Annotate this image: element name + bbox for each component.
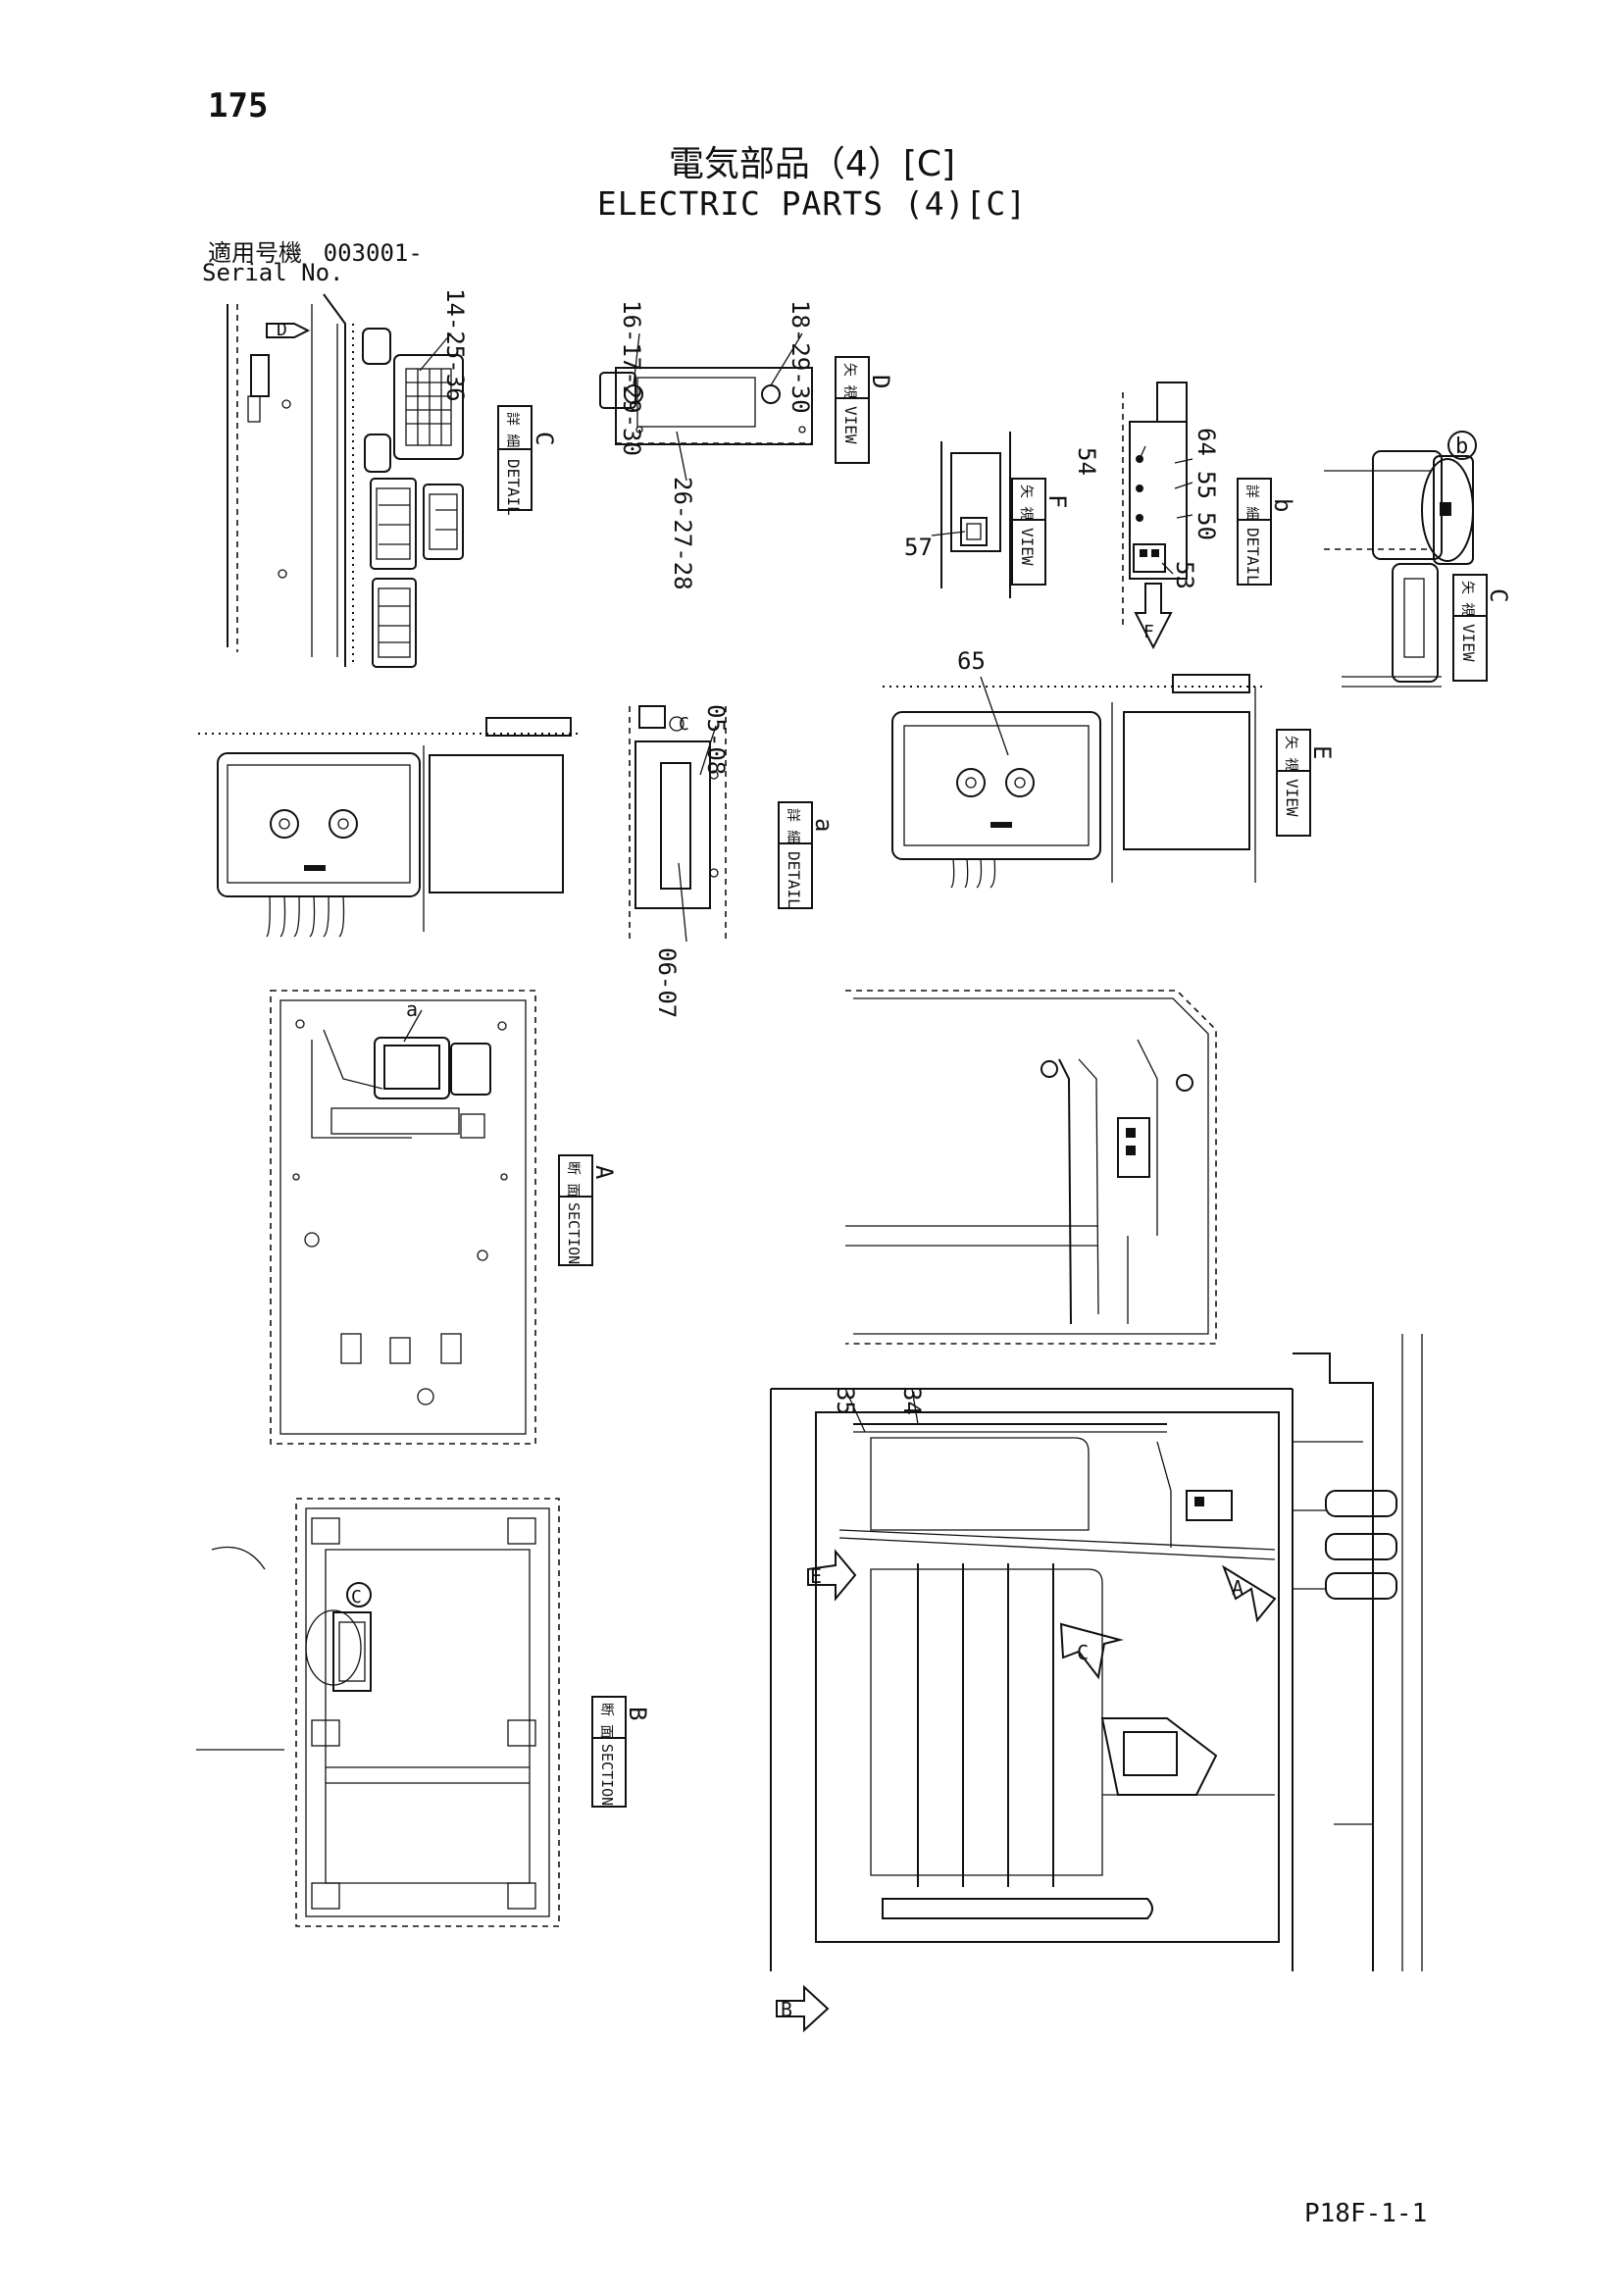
- serial-label-jp: 適用号機 003001-: [208, 233, 423, 268]
- svg-text:D: D: [867, 375, 894, 388]
- view-d-label: VIEW 矢 視 D: [835, 356, 894, 464]
- controller-left-drawing: [198, 717, 581, 938]
- svg-text:断 面: 断 面: [598, 1703, 614, 1738]
- view-d-part-refs-2: 18-29-30: [787, 300, 814, 414]
- svg-text:F: F: [1043, 494, 1071, 508]
- main-view-drawing: [770, 1334, 1423, 2033]
- svg-text:C: C: [1485, 588, 1512, 602]
- view-e-part-65: 65: [957, 647, 986, 675]
- arrow-mark-f: F: [1143, 622, 1154, 642]
- page-title-jp: 電気部品（4）[C]: [668, 144, 956, 184]
- upper-assembly-drawing: [845, 990, 1217, 1345]
- section-a-label: SECTION 断 面 A: [558, 1154, 618, 1266]
- main-part-34: 34: [898, 1387, 926, 1415]
- view-f-label: VIEW 矢 視 F: [1011, 478, 1071, 586]
- view-f-drawing: [931, 432, 1011, 598]
- serial-value: 003001-: [323, 239, 423, 267]
- view-e-drawing: [883, 674, 1265, 889]
- view-c-label: VIEW 矢 視 C: [1452, 574, 1512, 682]
- detail-a-part-refs-1: 05-08: [702, 704, 730, 775]
- arrow-mark-a: A: [1232, 1576, 1243, 1600]
- svg-text:SECTION: SECTION: [565, 1202, 583, 1264]
- section-a-drawing: [270, 990, 536, 1445]
- arrow-mark-c-small: C: [679, 714, 689, 735]
- view-d-part-refs-3: 26-27-28: [669, 477, 696, 590]
- main-part-35: 35: [832, 1387, 859, 1415]
- detail-b-part-54: 54: [1073, 447, 1100, 476]
- svg-text:断 面: 断 面: [565, 1161, 581, 1197]
- svg-text:B: B: [624, 1707, 651, 1720]
- arrow-mark-e: E: [810, 1564, 822, 1588]
- detail-b-part-53: 53: [1171, 561, 1198, 589]
- svg-text:VIEW: VIEW: [1459, 624, 1478, 662]
- serial-label-jp-text: 適用号機: [208, 239, 302, 267]
- arrow-mark-c-big: C: [1077, 1641, 1089, 1664]
- view-e-label: VIEW 矢 視 E: [1276, 729, 1336, 837]
- svg-text:VIEW: VIEW: [841, 406, 860, 444]
- view-d-drawing: [599, 332, 813, 482]
- svg-text:C: C: [531, 432, 558, 445]
- detail-b-part-55: 55: [1193, 471, 1220, 499]
- svg-text:矢 視: 矢 視: [1283, 736, 1298, 771]
- svg-text:矢 視: 矢 視: [1459, 581, 1475, 616]
- svg-text:VIEW: VIEW: [1283, 779, 1301, 817]
- arrow-mark-d: D: [277, 320, 287, 340]
- detail-c-drawing: [227, 293, 464, 668]
- svg-text:詳 細: 詳 細: [785, 808, 800, 843]
- detail-b-label: DETAIL 詳 細 b: [1237, 478, 1296, 586]
- svg-text:A: A: [590, 1165, 618, 1180]
- svg-text:詳 細: 詳 細: [504, 412, 520, 447]
- detail-b-part-50: 50: [1193, 512, 1220, 540]
- serial-label-en: Serial No.: [202, 259, 344, 286]
- detail-a-drawing: [629, 705, 727, 943]
- arrow-mark-c-circle: C: [351, 1587, 362, 1607]
- svg-text:b: b: [1269, 498, 1296, 512]
- view-c-drawing: [1324, 431, 1477, 688]
- svg-text:詳 細: 詳 細: [1243, 485, 1259, 520]
- svg-text:DETAIL: DETAIL: [504, 459, 523, 516]
- detail-c-label: DETAIL 詳 細 C: [497, 405, 558, 516]
- detail-a-label: DETAIL 詳 細 a: [778, 801, 837, 909]
- document-code: P18F-1-1: [1304, 2199, 1428, 2228]
- svg-text:SECTION: SECTION: [598, 1744, 616, 1806]
- view-f-part-57: 57: [904, 534, 933, 561]
- arrow-mark-b-small: b: [1455, 434, 1468, 459]
- svg-text:DETAIL: DETAIL: [785, 851, 803, 908]
- view-d-part-refs-1: 16-17-29-30: [618, 300, 645, 456]
- svg-text:E: E: [1308, 745, 1336, 759]
- detail-b-drawing: [1122, 382, 1193, 650]
- arrow-mark-b: B: [781, 1998, 792, 2021]
- detail-b-part-64: 64: [1193, 428, 1220, 456]
- detail-a-part-refs-2: 06-07: [653, 947, 681, 1018]
- arrow-mark-a-small: a: [406, 997, 418, 1021]
- detail-c-part-refs: 14-25-36: [441, 288, 469, 402]
- svg-text:a: a: [810, 818, 837, 832]
- svg-text:矢 視: 矢 視: [1018, 485, 1034, 520]
- svg-text:矢 視: 矢 視: [841, 363, 857, 398]
- svg-text:DETAIL: DETAIL: [1243, 528, 1262, 585]
- page-number: 175: [208, 86, 269, 126]
- section-b-label: SECTION 断 面 B: [591, 1696, 651, 1808]
- svg-text:VIEW: VIEW: [1018, 528, 1037, 566]
- section-b-drawing: [196, 1498, 560, 1927]
- page-title-en: ELECTRIC PARTS (4)[C]: [596, 184, 1028, 223]
